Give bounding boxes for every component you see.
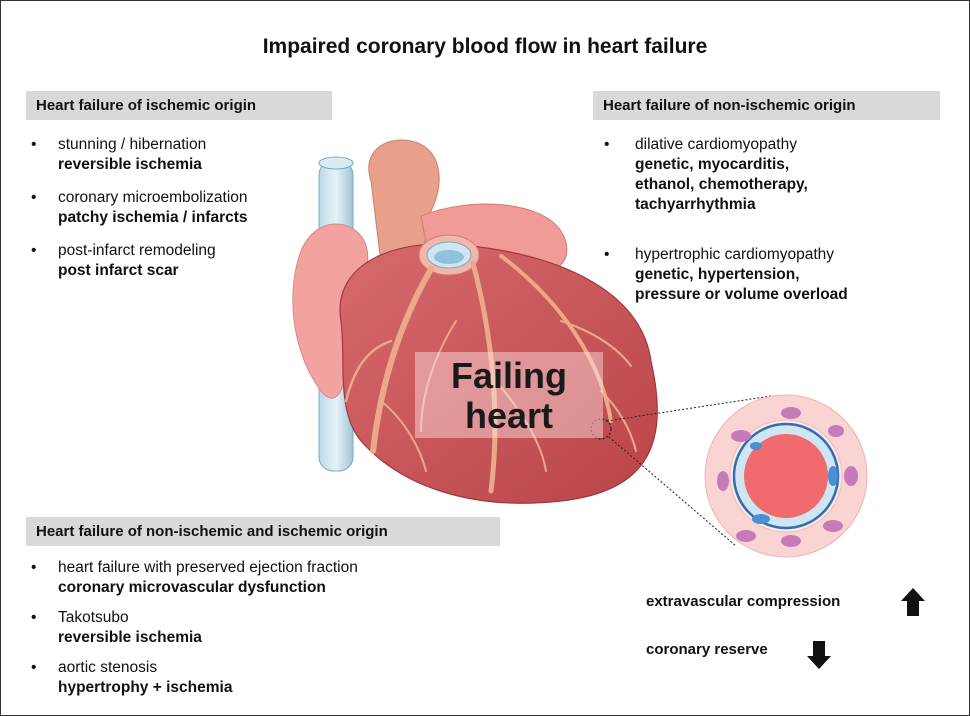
item-text: aortic stenosis (58, 658, 501, 678)
item-bold-text: tachyarrhythmia (635, 195, 954, 215)
item-bold-text: reversible ischemia (58, 155, 331, 175)
item-bold-text: reversible ischemia (58, 628, 501, 648)
list-item: • heart failure with preserved ejection … (31, 558, 501, 598)
ischemic-list: • stunning / hibernation reversible isch… (31, 135, 331, 281)
item-bold-text: coronary microvascular dysfunction (58, 578, 501, 598)
non-ischemic-header: Heart failure of non-ischemic origin (593, 91, 940, 120)
non-ischemic-list: • dilative cardiomyopathy genetic, myoca… (604, 135, 954, 305)
list-item: • dilative cardiomyopathy genetic, myoca… (604, 135, 954, 215)
label-line-1: Failing (421, 356, 597, 396)
bullet-icon: • (31, 241, 36, 261)
bullet-icon: • (31, 558, 36, 578)
item-bold-text: post infarct scar (58, 261, 331, 281)
failing-heart-label: Failing heart (421, 356, 597, 436)
item-text: stunning / hibernation (58, 135, 331, 155)
bullet-icon: • (31, 188, 36, 208)
label-line-2: heart (421, 396, 597, 436)
bullet-icon: • (31, 135, 36, 155)
list-item: • Takotsubo reversible ischemia (31, 608, 501, 648)
item-text: coronary microembolization (58, 188, 331, 208)
item-text: post-infarct remodeling (58, 241, 331, 261)
item-bold-text: genetic, hypertension, (635, 265, 954, 285)
list-item: • aortic stenosis hypertrophy + ischemia (31, 658, 501, 698)
bullet-icon: • (604, 245, 609, 265)
coronary-reserve-label: coronary reserve (646, 641, 768, 658)
bullet-icon: • (604, 135, 609, 155)
item-text: heart failure with preserved ejection fr… (58, 558, 501, 578)
item-bold-text: hypertrophy + ischemia (58, 678, 501, 698)
mixed-header: Heart failure of non-ischemic and ischem… (26, 517, 500, 546)
arrow-up-icon (901, 588, 925, 616)
extravascular-compression-label: extravascular compression (646, 593, 840, 610)
figure-title: Impaired coronary blood flow in heart fa… (1, 35, 969, 59)
list-item: • stunning / hibernation reversible isch… (31, 135, 331, 175)
item-text: Takotsubo (58, 608, 501, 628)
bullet-icon: • (31, 658, 36, 678)
item-bold-text: ethanol, chemotherapy, (635, 175, 954, 195)
item-bold-text: patchy ischemia / infarcts (58, 208, 331, 228)
ischemic-header: Heart failure of ischemic origin (26, 91, 332, 120)
mixed-list: • heart failure with preserved ejection … (31, 558, 501, 698)
item-bold-text: pressure or volume overload (635, 285, 954, 305)
item-text: dilative cardiomyopathy (635, 135, 954, 155)
list-item: • coronary microembolization patchy isch… (31, 188, 331, 228)
item-bold-text: genetic, myocarditis, (635, 155, 954, 175)
arrow-down-icon (807, 641, 831, 669)
bullet-icon: • (31, 608, 36, 628)
item-text: hypertrophic cardiomyopathy (635, 245, 954, 265)
vessel-cross-section (705, 395, 867, 557)
list-item: • hypertrophic cardiomyopathy genetic, h… (604, 245, 954, 305)
list-item: • post-infarct remodeling post infarct s… (31, 241, 331, 281)
